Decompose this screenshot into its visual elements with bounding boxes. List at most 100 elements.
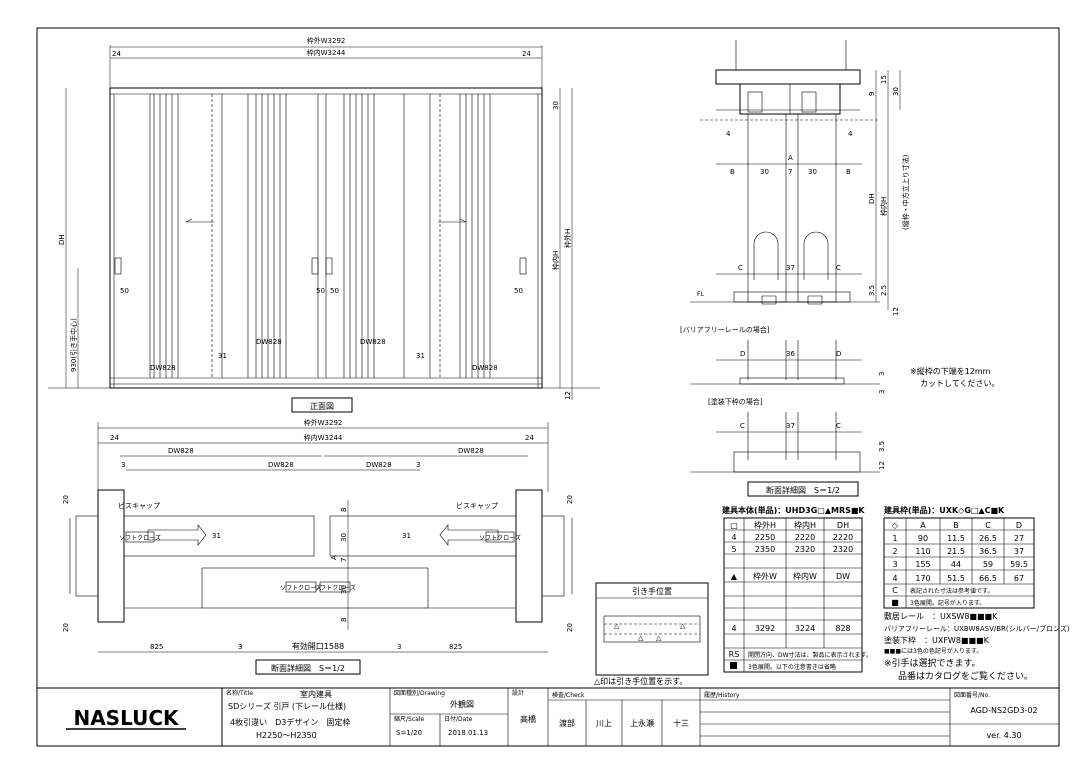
section-dim-C: C <box>738 264 743 272</box>
front-dim-50: 50 <box>514 287 523 295</box>
handle-icon <box>311 257 319 275</box>
front-title-box <box>291 397 353 413</box>
section-dim-4: 4 <box>848 130 853 138</box>
plan-dim-8: 8 <box>340 508 348 512</box>
t2-sq: ■ <box>891 598 899 607</box>
drawing-type: 外観図 <box>450 699 474 709</box>
t1-r1c3: 2320 <box>833 545 853 554</box>
section-dim-A: A <box>788 154 793 162</box>
svg-text:△: △ <box>638 634 644 642</box>
t1-r1c0: 5 <box>731 545 736 554</box>
t2-c: C <box>892 586 898 595</box>
floor-mark: FL <box>697 291 704 298</box>
barrier-free-label: [バリアフリーレールの場合] <box>680 325 770 334</box>
t1-r1c1: 2350 <box>755 545 775 554</box>
barrier-dim-D: D <box>836 350 841 358</box>
plan-dim-7: 7 <box>340 558 348 562</box>
t1-w1: 3292 <box>755 624 775 633</box>
name-label: 名称/Title <box>226 689 253 697</box>
front-dim-50: 50 <box>316 287 325 295</box>
front-elevation: 枠外W3292 枠内W3244 24 24 <box>48 36 600 413</box>
svg-text:△: △ <box>656 634 662 642</box>
t2-cell: 44 <box>951 560 961 569</box>
plan-inner-width: 枠内W3244 <box>304 433 343 442</box>
plan-dim-20: 20 <box>566 623 574 632</box>
name-line4: H2250～H2350 <box>256 731 317 740</box>
t1-h1: 枠外H <box>754 520 776 530</box>
soft-close-badge <box>125 531 155 543</box>
checker: 上永瀬 <box>630 718 654 728</box>
history-label: 履歴/History <box>704 692 740 699</box>
section-dim-12: 12 <box>892 307 900 316</box>
t2-cell: 51.5 <box>947 574 965 583</box>
plan-edge-left: 24 <box>110 434 119 442</box>
section-dim-3-5: 3.5 <box>868 285 876 296</box>
t1-r1c2: 2320 <box>795 545 815 554</box>
checker: 渡部 <box>559 718 575 728</box>
plan-dim-30: 30 <box>340 533 348 542</box>
t2-cell: 59.5 <box>1010 560 1028 569</box>
section-dim-2-5: 2.5 <box>880 285 888 296</box>
barrier-dim-3: 3 <box>878 390 886 394</box>
plan-dim-31: 31 <box>212 532 221 540</box>
name-line3: 4枚引違い D3デザイン 固定枠 <box>230 717 350 727</box>
front-outer-h: 枠外H <box>563 229 572 248</box>
plan-outer-width: 枠外W3292 <box>304 418 343 427</box>
plan-dw: DW828 <box>366 461 392 469</box>
front-dh: DH <box>58 234 66 245</box>
barrier-dim-D: D <box>740 350 745 358</box>
plan-dim-825: 825 <box>150 643 163 651</box>
plan-dim-20: 20 <box>566 495 574 504</box>
t1-h2-3: DW <box>836 572 850 581</box>
t2-h0: ◇ <box>892 521 899 530</box>
section-note-h: (縦枠・中方立上り寸法) <box>901 154 910 230</box>
plan-dim-A: A <box>330 555 338 560</box>
note-line: 品番はカタログをご覧ください。 <box>898 670 1033 682</box>
t2-cell: 27 <box>1014 534 1024 543</box>
section-inner-h: 枠内H <box>879 197 888 216</box>
soft-close-badge <box>485 531 515 543</box>
check-label: 検査/Check <box>552 691 585 699</box>
plan-door-slab <box>329 515 517 557</box>
frame-table: 建具枠(単品)：UXK◇G□▲C■K ◇ A B C D 1 90 11.5 2… <box>883 505 1070 682</box>
plan-edge-right: 24 <box>525 434 534 442</box>
drawing-label: 図面種別/Drawing <box>394 689 445 697</box>
t2-h4: D <box>1016 521 1022 530</box>
soft-close-label: ソフトクローズ <box>280 584 322 592</box>
slide-arrow-icon <box>439 524 499 546</box>
front-dw: DW828 <box>360 338 386 346</box>
version: ver. 4.30 <box>986 731 1021 740</box>
t2-h2: B <box>953 521 959 530</box>
cut-note-line1: ※縦枠の下端を12mm <box>910 366 991 376</box>
slide-arrow-icon <box>147 524 207 546</box>
plan-dw: DW828 <box>168 447 194 455</box>
front-dim-50: 50 <box>330 287 339 295</box>
paint-dim-3-5: 3.5 <box>878 441 886 452</box>
t1-rs-note: 開閉方向、DW寸法は、製品に表示されます。 <box>748 651 872 659</box>
plan-dw: DW828 <box>268 461 294 469</box>
date-label: 日付/Date <box>444 715 473 723</box>
t2-cell: 26.5 <box>979 534 997 543</box>
front-bottom-12: 12 <box>564 391 572 400</box>
handle-box-note: △印は引き手位置を示す。 <box>594 676 687 686</box>
front-outer-width: 枠外W3292 <box>307 36 346 45</box>
plan-dw: DW828 <box>458 447 484 455</box>
svg-text:△: △ <box>680 622 686 630</box>
paint-dim-C: C <box>740 422 745 430</box>
section-dim-37: 37 <box>786 264 795 272</box>
section-title-box <box>747 481 859 497</box>
plan-dim-3: 3 <box>397 643 401 651</box>
section-dim-30: 30 <box>760 168 769 176</box>
nasluck-logo: NASLUCK <box>73 706 180 730</box>
t2-c-note: 表記された寸法は参考値です。 <box>910 587 993 595</box>
soft-close-label: ソフトクローズ <box>119 534 161 542</box>
t2-cell: 4 <box>892 574 897 583</box>
paint-dim-C: C <box>836 422 841 430</box>
front-edge-right: 24 <box>522 50 531 58</box>
t2-cell: 66.5 <box>979 574 997 583</box>
section-dim-C: C <box>836 264 841 272</box>
front-inner-width: 枠内W3244 <box>307 48 346 57</box>
frame-table-title: 建具枠(単品)：UXK◇G□▲C■K <box>883 505 1005 515</box>
note-line: 塗装下枠 ：UXFW8■■■K <box>884 635 990 645</box>
plan-dim-3: 3 <box>416 461 420 469</box>
